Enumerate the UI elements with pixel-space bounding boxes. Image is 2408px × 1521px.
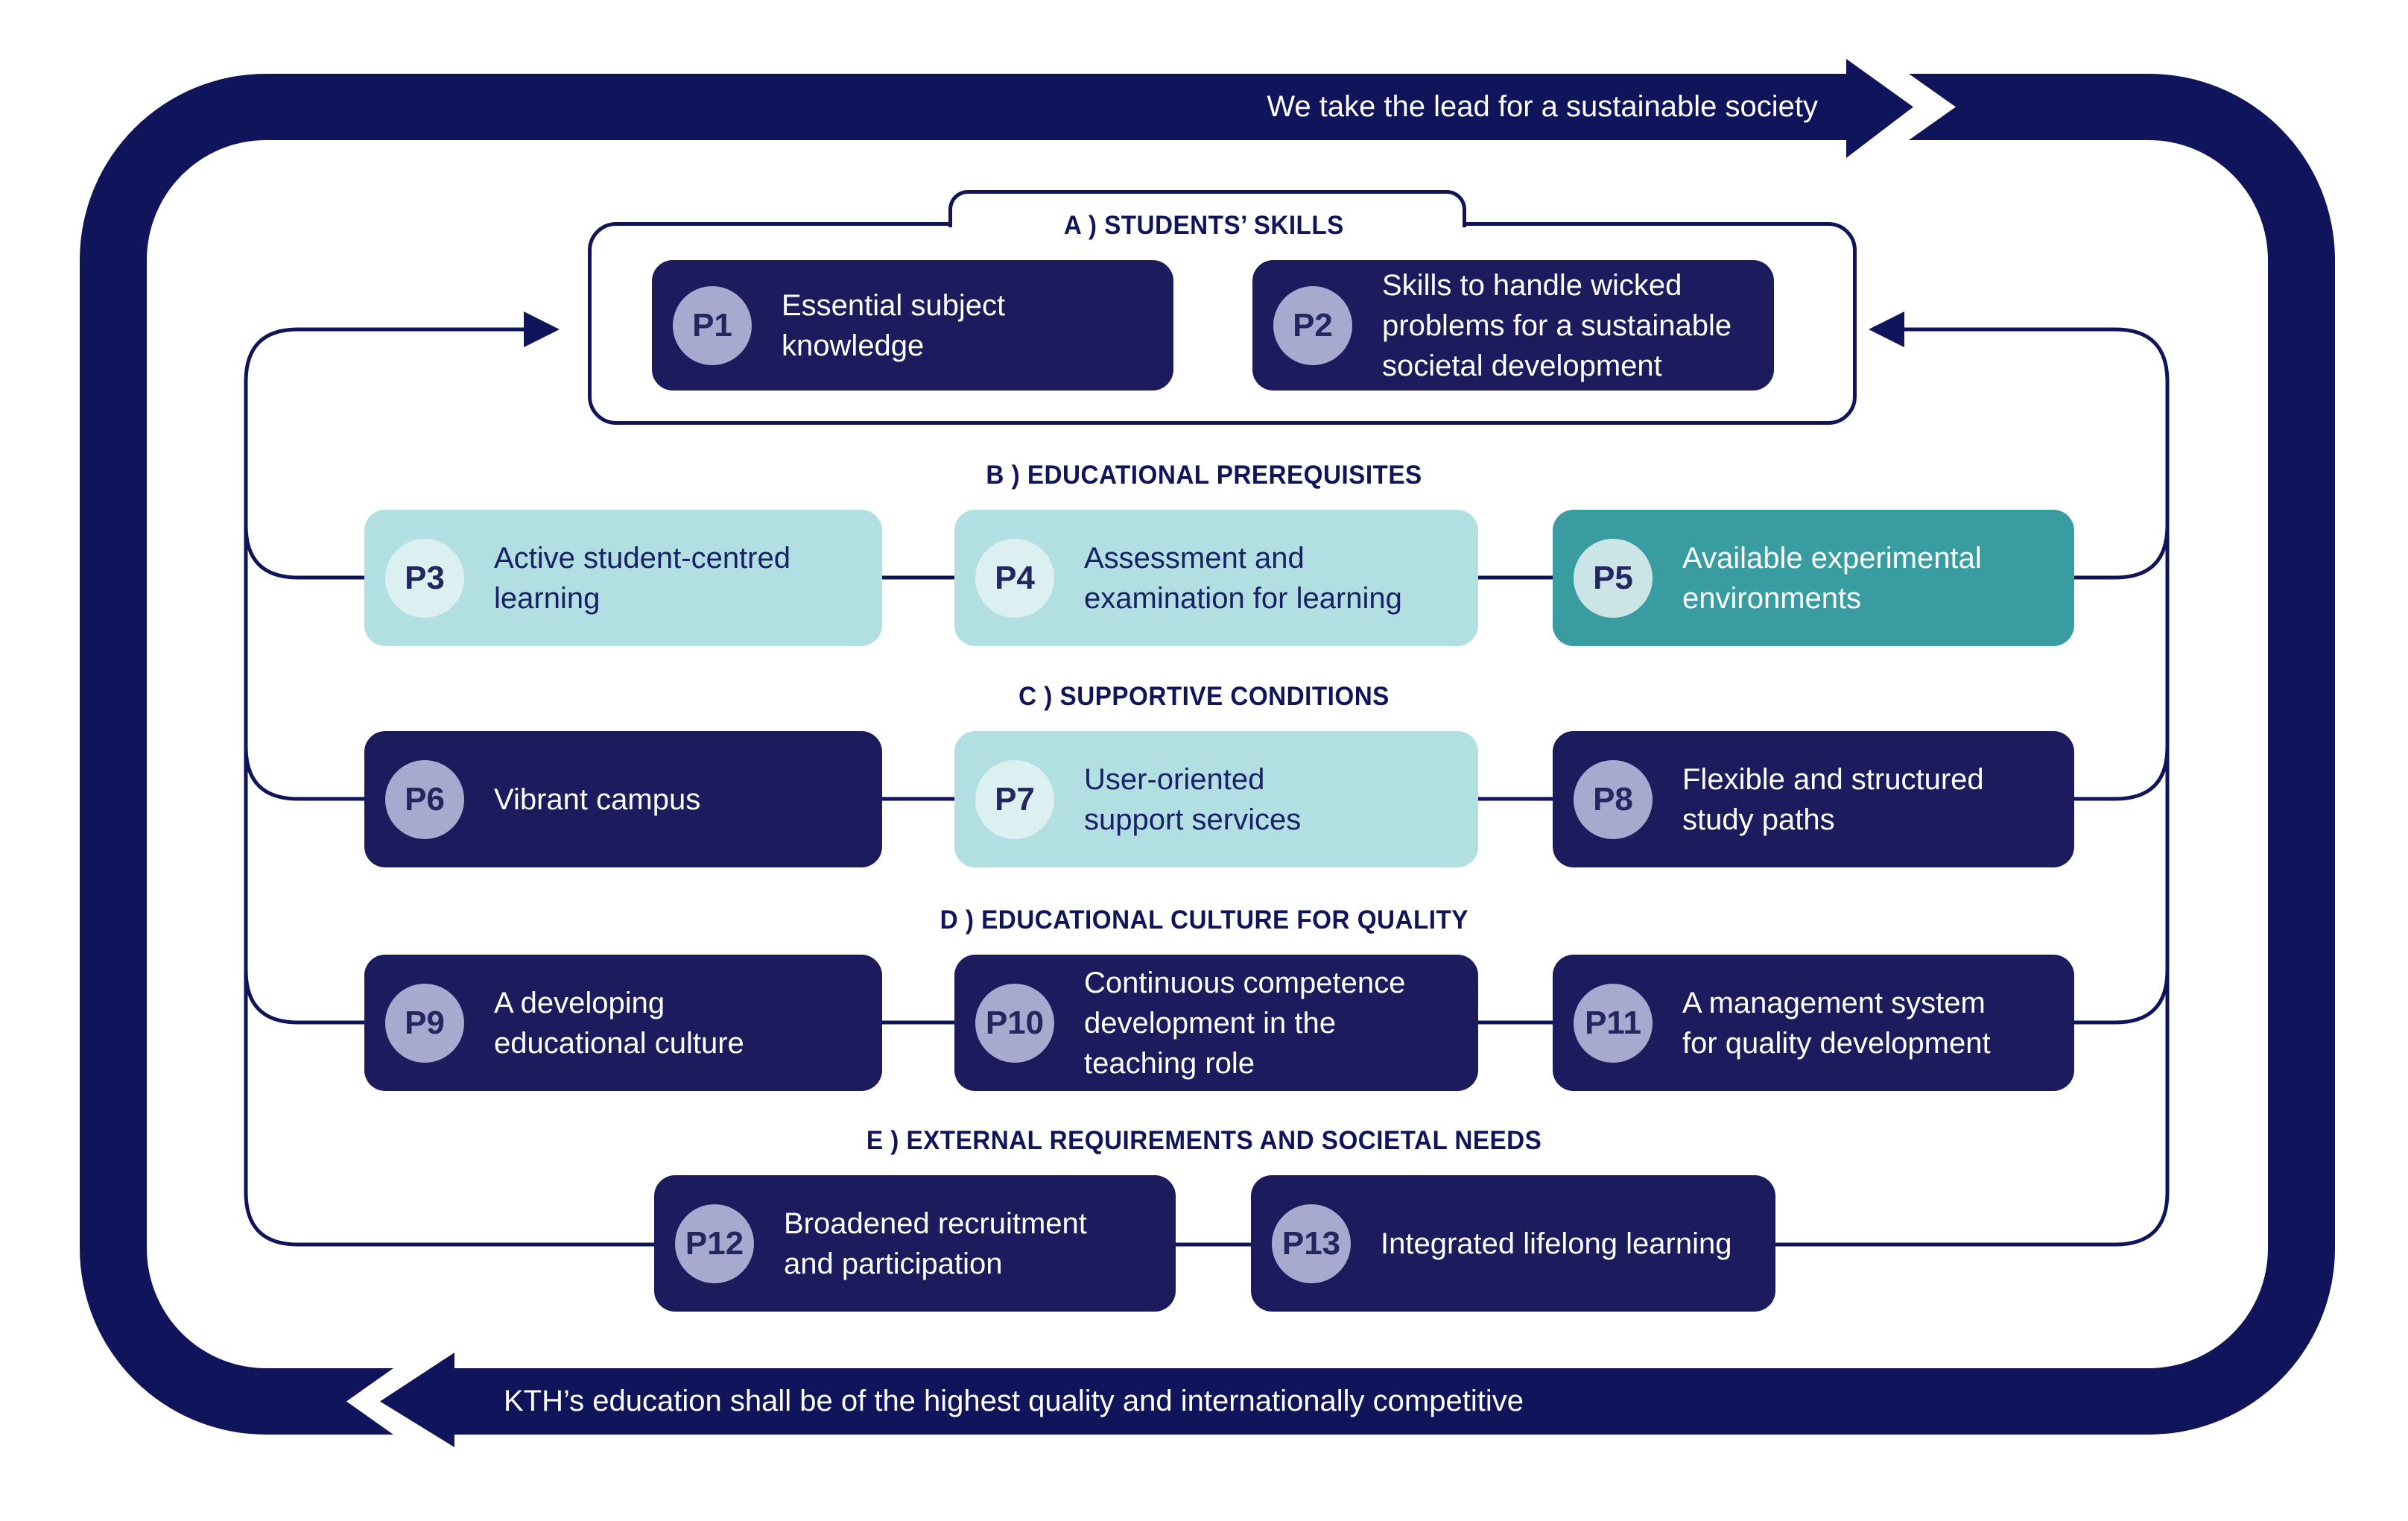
left-arrowhead-icon	[524, 312, 560, 347]
principle-title-p4: Assessment and examination for learning	[1084, 541, 1402, 615]
principle-badge-p10: P10	[975, 983, 1054, 1063]
principle-title-p13: Integrated lifelong learning	[1381, 1227, 1732, 1260]
principle-title-p8: Flexible and structured study paths	[1682, 762, 1984, 836]
right-spine-line	[1775, 327, 2170, 1247]
section-e-heading: E ) EXTERNAL REQUIREMENTS AND SOCIETAL N…	[866, 1126, 1542, 1155]
principle-badge-p8: P8	[1574, 759, 1653, 839]
principle-card-p5: P5 Available experimental environments	[1553, 510, 2074, 646]
principle-badge-p3: P3	[385, 538, 464, 618]
right-arrowhead-icon	[1869, 312, 1904, 347]
principle-badge-p4: P4	[975, 538, 1054, 618]
principle-title-p2: Skills to handle wicked problems for a s…	[1382, 268, 1732, 382]
principle-title-p3: Active student-centred learning	[494, 541, 790, 615]
row-c-left-branch	[244, 746, 364, 801]
bottom-band-arrowhead-icon	[380, 1353, 454, 1447]
principle-card-p3: P3 Active student-centred learning	[364, 510, 882, 646]
principle-card-p12: P12 Broadened recruitment and participat…	[654, 1175, 1176, 1312]
top-band-arrowhead-icon	[1846, 59, 1913, 158]
principle-badge-p11: P11	[1574, 983, 1653, 1063]
principle-card-p8: P8 Flexible and structured study paths	[1553, 731, 2074, 867]
left-spine-line	[244, 327, 654, 1247]
principle-badge-p12: P12	[675, 1204, 754, 1283]
principle-badge-p6: P6	[385, 759, 464, 839]
principle-title-p12: Broadened recruitment and participation	[784, 1207, 1087, 1280]
principle-title-p5: Available experimental environments	[1682, 541, 1982, 615]
principle-title-p7: User-oriented support services	[1084, 762, 1302, 836]
top-banner-text: We take the lead for a sustainable socie…	[1267, 90, 1818, 123]
section-d-heading: D ) EDUCATIONAL CULTURE FOR QUALITY	[940, 905, 1468, 935]
principle-badge-p5: P5	[1574, 538, 1653, 618]
principle-card-p6: P6 Vibrant campus	[364, 731, 882, 867]
section-a-tab	[948, 190, 1466, 227]
principle-card-p11: P11 A management system for quality deve…	[1553, 955, 2074, 1091]
principle-badge-p7: P7	[975, 759, 1054, 839]
outer-loop-frame	[80, 74, 2335, 1435]
row-d-left-branch	[244, 970, 364, 1025]
section-c-heading: C ) SUPPORTIVE CONDITIONS	[1018, 682, 1390, 711]
principle-card-p1: P1 Essential subject knowledge	[652, 260, 1173, 390]
section-b-heading: B ) EDUCATIONAL PREREQUISITES	[986, 461, 1422, 490]
principle-title-p9: A developing educational culture	[494, 986, 744, 1060]
principle-title-p6: Vibrant campus	[494, 782, 701, 816]
principle-card-p4: P4 Assessment and examination for learni…	[954, 510, 1478, 646]
principle-badge-p1: P1	[673, 285, 752, 365]
principle-badge-p9: P9	[385, 983, 464, 1063]
principle-card-p2: P2 Skills to handle wicked problems for …	[1252, 260, 1774, 390]
bottom-banner-text: KTH’s education shall be of the highest …	[504, 1385, 1524, 1417]
principle-card-p13: P13 Integrated lifelong learning	[1251, 1175, 1775, 1312]
row-d-right-branch	[2074, 970, 2170, 1025]
row-b-left-branch	[244, 525, 364, 580]
principle-card-p7: P7 User-oriented support services	[954, 731, 1478, 867]
principle-card-p9: P9 A developing educational culture	[364, 955, 882, 1091]
section-a-heading: A ) STUDENTS’ SKILLS	[1064, 211, 1344, 240]
row-b-right-branch	[2074, 525, 2170, 580]
principle-title-p11: A management system for quality developm…	[1682, 986, 1991, 1060]
principle-badge-p13: P13	[1272, 1204, 1351, 1283]
principle-title-p10: Continuous competence development in the…	[1084, 966, 1406, 1080]
principle-badge-p2: P2	[1273, 285, 1352, 365]
row-c-right-branch	[2074, 746, 2170, 801]
principle-card-p10: P10 Continuous competence development in…	[954, 955, 1478, 1091]
principle-title-p1: Essential subject knowledge	[782, 288, 1006, 362]
